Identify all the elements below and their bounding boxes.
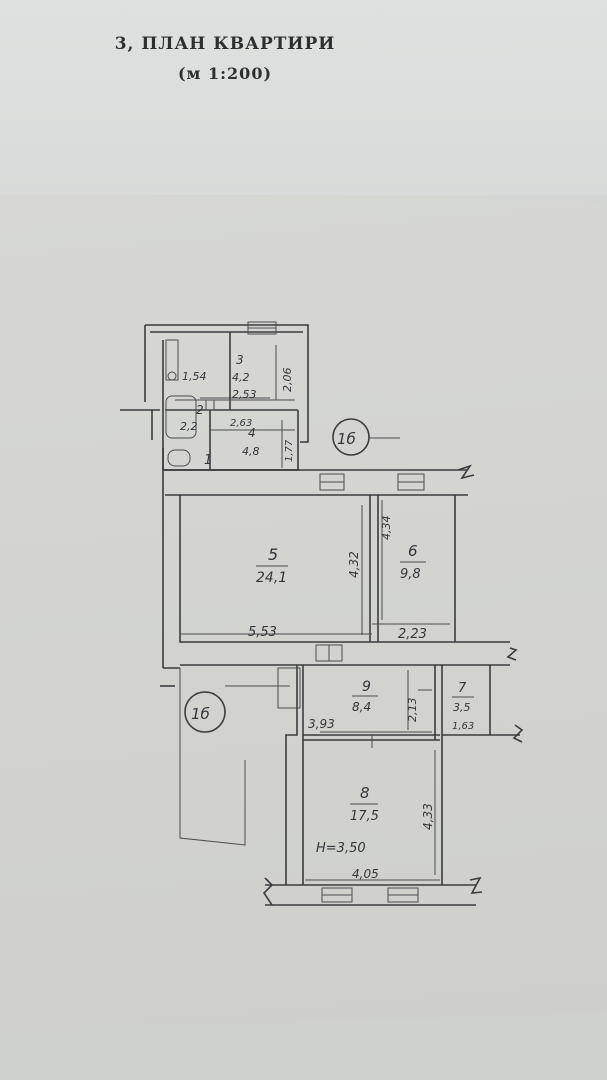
dim-label: 4,32 <box>347 551 361 578</box>
dim-label: 1,77 <box>284 439 295 462</box>
dim-label: 1,63 <box>452 721 474 732</box>
dim-label: 4,33 <box>421 803 435 830</box>
dim-label: 2,13 <box>406 698 419 723</box>
room-9-area: 8,4 <box>352 700 371 714</box>
dim-label: 2,06 <box>281 368 294 393</box>
dim-label: 2,63 <box>230 418 252 429</box>
room-2-area: 2,2 <box>180 420 198 433</box>
page-title: 3, ПЛАН КВАРТИРИ <box>114 34 336 54</box>
dim-label: 4,34 <box>380 516 393 541</box>
bathtub-icon <box>165 395 197 439</box>
section-marker-top-label: 1б <box>337 430 356 448</box>
scale-label: (м 1:200) <box>177 64 273 83</box>
windows <box>247 321 425 903</box>
dim-label: 3,93 <box>308 717 335 731</box>
room-4-number: 4 <box>248 426 256 440</box>
room-5-number: 5 <box>268 545 278 564</box>
dim-label: 4,05 <box>352 867 379 881</box>
room-8-area: 17,5 <box>350 809 379 824</box>
room-2-number: 2 <box>196 403 204 417</box>
walls <box>120 324 524 906</box>
room-3-area: 4,2 <box>232 371 250 384</box>
dimension-labels: 1,54 2,53 2,06 2,63 1,77 4,32 4,34 5,53 … <box>182 368 474 882</box>
room-3-number: 3 <box>236 353 244 367</box>
room-7-area: 3,5 <box>453 701 471 714</box>
room-8-number: 8 <box>360 784 370 802</box>
room-9-number: 9 <box>362 679 371 695</box>
ceiling-height: Н=3,50 <box>316 841 366 856</box>
dim-label: 2,53 <box>232 388 257 401</box>
fixtures <box>165 339 215 467</box>
room-1-number: 1 <box>204 453 212 468</box>
sink-icon-bath <box>205 399 215 411</box>
room-7-number: 7 <box>458 681 467 696</box>
room-5-area: 24,1 <box>256 570 287 586</box>
sink-icon <box>167 371 177 381</box>
room-labels: 1 2 2,2 3 4,2 4 4,8 5 24,1 6 9,8 7 3,5 8… <box>180 353 474 824</box>
section-marker-left <box>184 691 226 733</box>
plan-sheet <box>0 195 607 1030</box>
dimension-lines <box>180 345 450 881</box>
room-6-number: 6 <box>408 542 418 560</box>
dim-label: 2,23 <box>398 627 427 642</box>
room-4-area: 4,8 <box>242 445 260 458</box>
stove-icon <box>165 339 179 381</box>
section-marker-top <box>332 418 370 456</box>
dim-label: 1,54 <box>182 370 207 383</box>
dim-label: 5,53 <box>248 625 277 640</box>
toilet-icon <box>167 449 191 467</box>
section-marker-left-label: 1б <box>191 705 210 723</box>
room-6-area: 9,8 <box>400 567 421 582</box>
header-sheet: 3, ПЛАН КВАРТИРИ (м 1:200) <box>0 0 607 195</box>
